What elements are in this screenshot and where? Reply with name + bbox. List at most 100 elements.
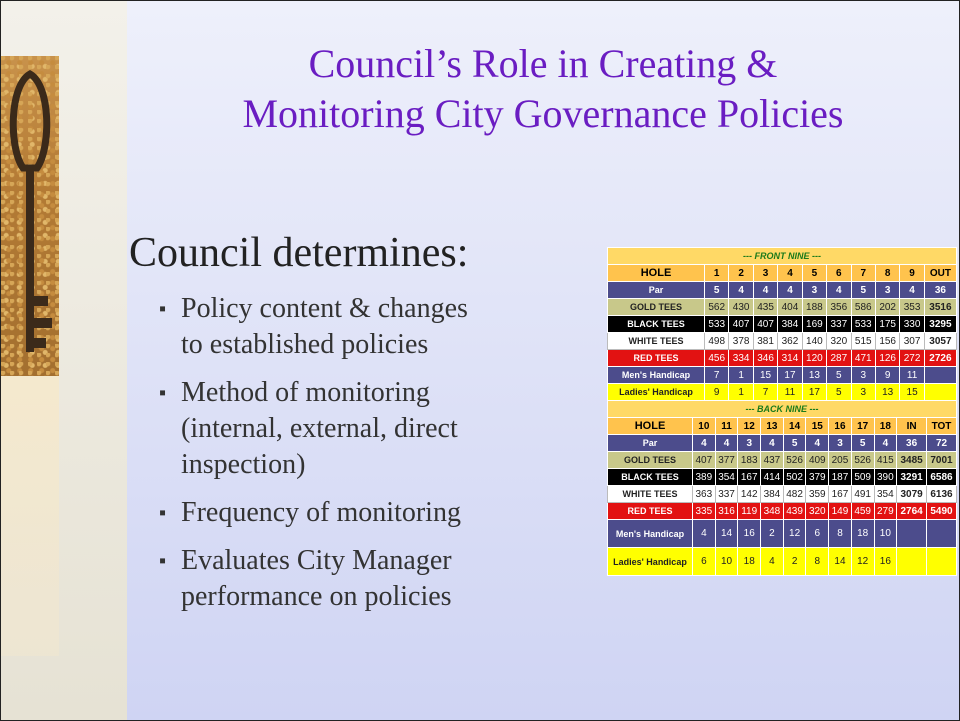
- score-cell: 12: [737, 417, 762, 435]
- row-label: RED TEES: [607, 349, 705, 367]
- row-label: GOLD TEES: [607, 451, 693, 469]
- score-cell: 526: [850, 451, 875, 469]
- score-cell: 320: [826, 332, 852, 350]
- score-cell: 5: [850, 281, 876, 299]
- score-cell: 330: [899, 315, 925, 333]
- score-cell: 14: [782, 417, 807, 435]
- score-cell: 3295: [923, 315, 958, 333]
- score-cell: 279: [873, 502, 898, 520]
- score-cell: 9: [703, 383, 730, 401]
- score-cell: 498: [703, 332, 730, 350]
- score-cell: 205: [828, 451, 852, 469]
- score-cell: 120: [801, 349, 828, 367]
- bullet-item: ▪Method of monitoring(internal, external…: [159, 377, 458, 480]
- score-cell: 415: [873, 451, 898, 469]
- score-cell: 348: [760, 502, 784, 520]
- score-cell: 377: [714, 451, 739, 469]
- score-cell: 5: [826, 383, 852, 401]
- score-cell: 9: [899, 264, 925, 282]
- score-cell: 142: [737, 485, 762, 503]
- score-cell: 10: [873, 519, 898, 548]
- score-cell: 202: [874, 298, 901, 316]
- score-cell: 459: [850, 502, 875, 520]
- score-cell: 379: [805, 468, 830, 486]
- score-cell: 3: [850, 366, 876, 384]
- score-cell: 316: [714, 502, 739, 520]
- score-cell: 1: [703, 264, 730, 282]
- score-cell: 169: [801, 315, 828, 333]
- score-cell: TOT: [926, 417, 957, 435]
- score-cell: 17: [777, 366, 803, 384]
- row-label: RED TEES: [607, 502, 693, 520]
- score-cell: 272: [899, 349, 925, 367]
- score-cell: 16: [737, 519, 762, 548]
- score-cell: 491: [850, 485, 875, 503]
- score-cell: 435: [752, 298, 779, 316]
- score-cell: 36: [896, 434, 928, 452]
- score-cell: 9: [874, 366, 901, 384]
- score-cell: 337: [714, 485, 739, 503]
- score-cell: 183: [737, 451, 762, 469]
- title-line-1: Council’s Role in Creating &: [308, 41, 778, 86]
- score-cell: 562: [703, 298, 730, 316]
- score-cell: 3: [752, 264, 779, 282]
- score-cell: 119: [737, 502, 762, 520]
- bullet-square-icon: ▪: [159, 298, 167, 320]
- row-label: Men's Handicap: [607, 519, 693, 548]
- front-nine-banner: --- FRONT NINE ---: [607, 247, 957, 265]
- score-cell: 4: [826, 281, 852, 299]
- score-cell: 4: [873, 434, 898, 452]
- score-cell: 334: [728, 349, 754, 367]
- score-cell: 5: [703, 281, 730, 299]
- score-cell: 5490: [926, 502, 957, 520]
- score-cell: 8: [828, 519, 852, 548]
- score-cell: 389: [692, 468, 716, 486]
- bullet-item: ▪Frequency of monitoring: [159, 495, 601, 531]
- score-cell: 1: [728, 366, 754, 384]
- score-cell: 4: [777, 264, 803, 282]
- score-cell: 586: [850, 298, 876, 316]
- row-label: GOLD TEES: [607, 298, 705, 316]
- score-cell: 4: [728, 281, 754, 299]
- score-cell: [896, 547, 928, 576]
- score-cell: 407: [752, 315, 779, 333]
- score-cell: 363: [692, 485, 716, 503]
- score-cell: 72: [926, 434, 957, 452]
- score-cell: 362: [777, 332, 803, 350]
- back-nine-banner: --- BACK NINE ---: [607, 400, 957, 418]
- score-cell: 7: [703, 366, 730, 384]
- score-cell: 6: [805, 519, 830, 548]
- score-cell: 404: [777, 298, 803, 316]
- score-cell: 6: [692, 547, 716, 576]
- score-cell: 167: [828, 485, 852, 503]
- score-cell: 346: [752, 349, 779, 367]
- score-cell: 2764: [896, 502, 928, 520]
- score-cell: 3079: [896, 485, 928, 503]
- row-label: BLACK TEES: [607, 468, 693, 486]
- bullet-square-icon: ▪: [159, 382, 167, 404]
- score-cell: 4: [760, 434, 784, 452]
- score-cell: 11: [899, 366, 925, 384]
- score-cell: 1: [728, 383, 754, 401]
- score-cell: 5: [782, 434, 807, 452]
- score-cell: 15: [899, 383, 925, 401]
- score-cell: 3057: [923, 332, 958, 350]
- slide-title: Council’s Role in Creating & Monitoring …: [137, 39, 949, 139]
- score-cell: 16: [873, 547, 898, 576]
- score-cell: 36: [923, 281, 958, 299]
- score-cell: [926, 547, 957, 576]
- score-cell: 533: [703, 315, 730, 333]
- row-label: Ladies' Handicap: [607, 547, 693, 576]
- skeleton-key-icon: [9, 69, 52, 352]
- title-line-2: Monitoring City Governance Policies: [242, 91, 844, 136]
- score-cell: 188: [801, 298, 828, 316]
- score-cell: 4: [692, 519, 716, 548]
- bullet-square-icon: ▪: [159, 550, 167, 572]
- score-cell: 337: [826, 315, 852, 333]
- score-cell: 17: [850, 417, 875, 435]
